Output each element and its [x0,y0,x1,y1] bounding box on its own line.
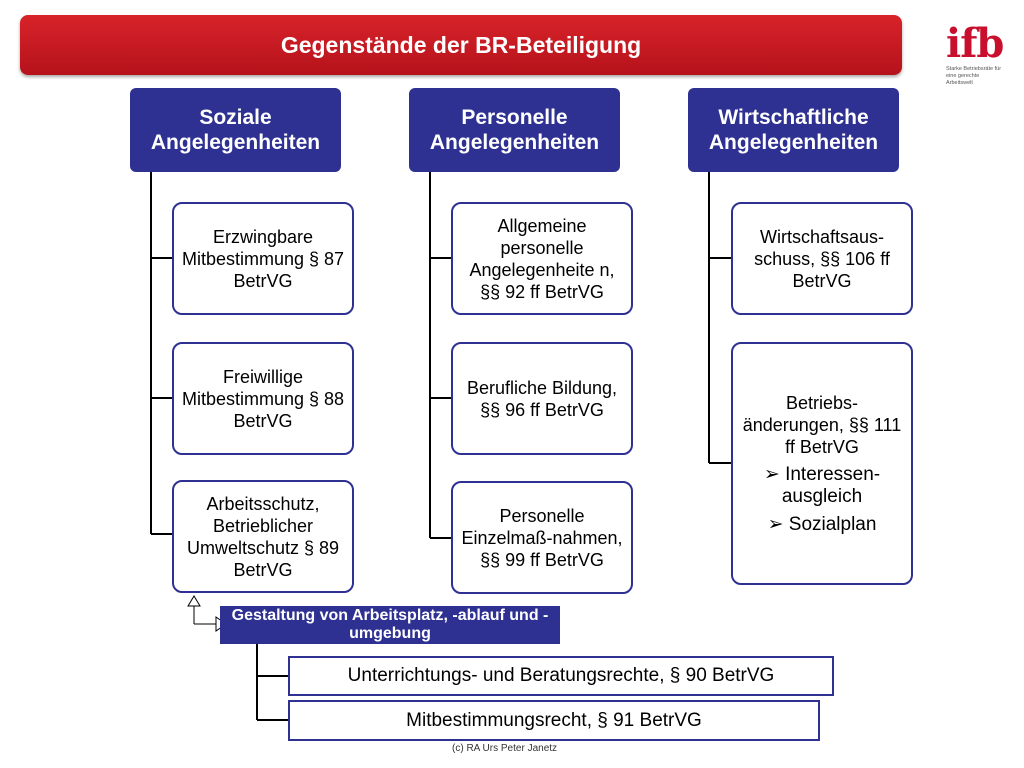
subsection-header: Gestaltung von Arbeitsplatz, -ablauf und… [220,606,560,644]
box-label: Arbeitsschutz, Betrieblicher Umweltschut… [186,493,340,580]
box-label: Betriebs-änderungen, §§ 111 ff BetrVG [742,392,902,457]
box-betriebsaenderungen: Betriebs-änderungen, §§ 111 ff BetrVG ➢ … [731,342,913,585]
box-label: Erzwingbare Mitbestimmung § 87 BetrVG [181,226,345,291]
header-wirtschaftliche: Wirtschaftliche Angelegenheiten [688,88,899,172]
header-personelle-label: Personelle Angelegenheiten [429,106,600,154]
box-label: Freiwillige Mitbestimmung § 88 BetrVG [181,366,345,431]
header-soziale-label: Soziale Angelegenheiten [150,106,321,154]
bullet-label: Sozialplan [788,513,877,535]
box-label: Personelle Einzelmaß-nahmen, §§ 99 ff Be… [461,505,623,570]
bullet-interessenausgleich: ➢ Interessen-ausgleich [737,464,907,508]
logo-subtitle: Starke Betriebsräte für eine gerechte Ar… [946,66,1002,86]
logo-text: ifb [946,20,1004,67]
ifb-logo: ifb Starke Betriebsräte für eine gerecht… [946,24,1006,87]
box-label: Wirtschaftsaus-schuss, §§ 106 ff BetrVG [754,226,890,291]
page-title: Gegenstände der BR-Beteiligung [20,15,902,75]
page-title-text: Gegenstände der BR-Beteiligung [280,31,642,58]
box-freiwillige-mitbestimmung: Freiwillige Mitbestimmung § 88 BetrVG [172,342,354,455]
box-unterrichtungsrechte: Unterrichtungs- und Beratungsrechte, § 9… [288,656,834,696]
box-personelle-einzelmassnahmen: Personelle Einzelmaß-nahmen, §§ 99 ff Be… [451,481,633,594]
subsection-header-label: Gestaltung von Arbeitsplatz, -ablauf und… [231,607,549,642]
bullet-sozialplan: ➢ Sozialplan [768,514,877,536]
copyright: (c) RA Urs Peter Janetz [452,743,558,754]
bullet-arrow-icon: ➢ [767,513,789,535]
box-mitbestimmungsrecht: Mitbestimmungsrecht, § 91 BetrVG [288,700,820,741]
box-arbeitsschutz: Arbeitsschutz, Betrieblicher Umweltschut… [172,480,354,593]
box-label: Unterrichtungs- und Beratungsrechte, § 9… [347,665,775,686]
header-personelle: Personelle Angelegenheiten [409,88,620,172]
box-label: Berufliche Bildung, §§ 96 ff BetrVG [466,377,618,420]
box-allgemeine-personelle: Allgemeine personelle Angelegenheite n, … [451,202,633,315]
bullet-label: Interessen-ausgleich [781,463,881,507]
box-erzwingbare-mitbestimmung: Erzwingbare Mitbestimmung § 87 BetrVG [172,202,354,315]
box-berufliche-bildung: Berufliche Bildung, §§ 96 ff BetrVG [451,342,633,455]
header-wirtschaftliche-label: Wirtschaftliche Angelegenheiten [708,106,879,154]
box-wirtschaftsausschuss: Wirtschaftsaus-schuss, §§ 106 ff BetrVG [731,202,913,315]
header-soziale: Soziale Angelegenheiten [130,88,341,172]
box-label: Mitbestimmungsrecht, § 91 BetrVG [406,709,702,731]
box-label: Allgemeine personelle Angelegenheite n, … [469,215,615,302]
bullet-arrow-icon: ➢ [763,463,786,485]
